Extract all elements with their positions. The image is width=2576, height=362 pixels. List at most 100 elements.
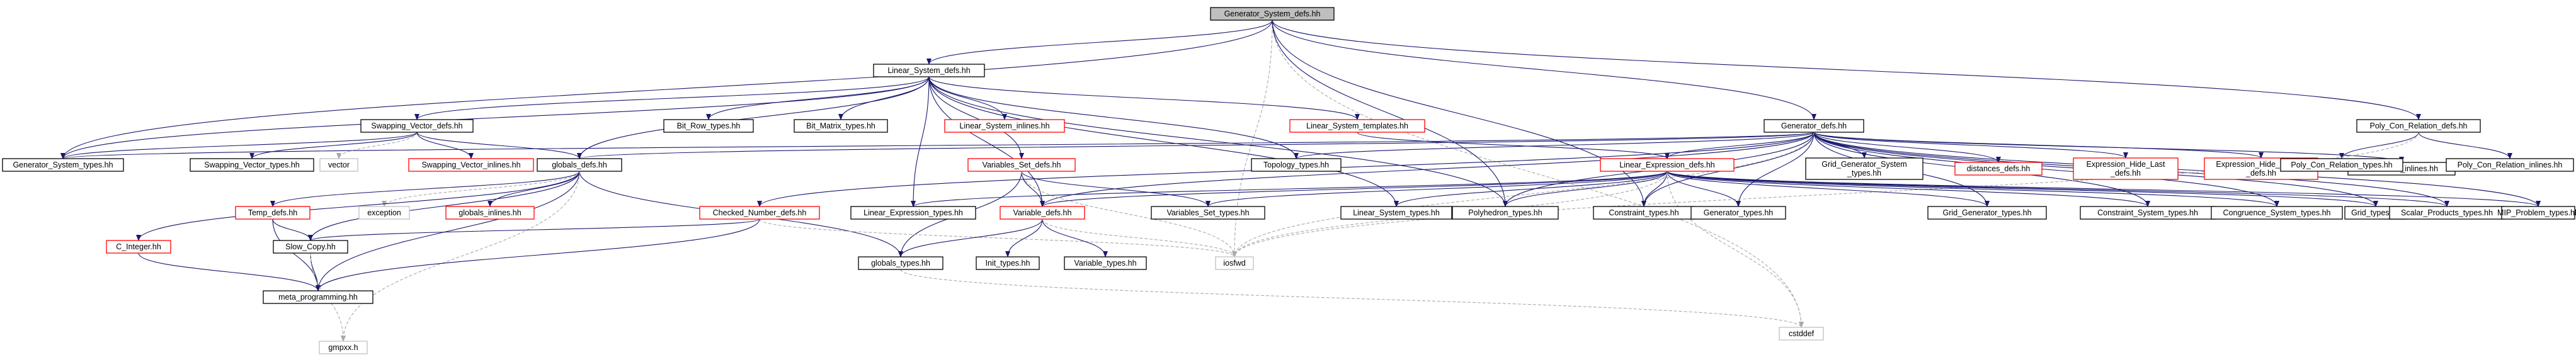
file-node-label: _types.hh	[1847, 169, 1881, 178]
file-node-box	[1215, 256, 1254, 270]
include-edge-n1-n8	[928, 76, 1360, 120]
include-edge-n30-n45	[1042, 218, 1108, 257]
file-node[interactable]: Slow_Copy.hh	[273, 240, 348, 254]
file-node-label: Poly_Con_Relation_inlines.hh	[2458, 161, 2563, 169]
include-edge-n1-n5	[706, 76, 930, 120]
file-node-label: Variable_defs.hh	[1013, 208, 1072, 217]
file-node-box	[360, 119, 474, 133]
file-node[interactable]: Variable_types.hh	[1064, 256, 1147, 270]
include-edge-n0-n1	[926, 20, 1273, 65]
file-node-box	[1000, 206, 1085, 220]
file-node-label: distances_defs.hh	[1967, 164, 2031, 173]
file-node[interactable]: Poly_Con_Relation_defs.hh	[2356, 119, 2481, 133]
file-node[interactable]: Grid_Generator_types.hh	[1927, 206, 2047, 220]
file-node[interactable]: Checked_Number_defs.hh	[699, 206, 820, 220]
file-node-label: globals_defs.hh	[552, 161, 607, 169]
include-edge-n16-n29	[911, 171, 1668, 207]
file-node[interactable]: Linear_Expression_defs.hh	[1600, 158, 1735, 172]
file-node[interactable]: Linear_System_templates.hh	[1289, 119, 1425, 133]
include-edge-n28-n46	[759, 218, 1237, 257]
include-edge-n2-n9	[61, 132, 1815, 159]
file-node[interactable]: Variable_defs.hh	[1000, 206, 1085, 220]
file-node[interactable]: Bit_Row_types.hh	[663, 119, 754, 133]
include-edge-n16-n31	[1205, 171, 1668, 207]
file-node-box	[1452, 206, 1559, 220]
file-node[interactable]: MIP_Problem_types.hh	[2497, 206, 2576, 220]
focus-file-node: Generator_System_defs.hh	[1210, 7, 1335, 21]
file-node-box	[358, 206, 410, 220]
file-node[interactable]: Swapping_Vector_types.hh	[190, 158, 314, 172]
file-node[interactable]: Scalar_Products_types.hh	[2389, 206, 2505, 220]
file-node[interactable]: Poly_Con_Relation_inlines.hh	[2446, 158, 2574, 172]
file-node[interactable]: Generator_types.hh	[1690, 206, 1786, 220]
file-node[interactable]: globals_defs.hh	[537, 158, 622, 172]
include-edge-n2-n19	[1813, 132, 2128, 159]
file-node-label: Polyhedron_types.hh	[1468, 208, 1542, 217]
file-node-box	[1600, 158, 1735, 172]
include-edge-n1-n4	[414, 76, 930, 120]
file-node-box	[850, 206, 976, 220]
include-edge-n2-n17	[1813, 132, 1867, 159]
file-node[interactable]: Linear_Expression_types.hh	[850, 206, 976, 220]
file-node-label: Linear_Expression_types.hh	[863, 208, 963, 217]
include-edge-n15-n46	[1021, 171, 1237, 257]
file-node[interactable]: Constraint_types.hh	[1593, 206, 1695, 220]
file-node-label: Variable_types.hh	[1074, 259, 1136, 268]
file-node: exception	[358, 206, 410, 220]
file-node[interactable]: Linear_System_types.hh	[1340, 206, 1452, 220]
file-node-label: iosfwd	[1223, 259, 1245, 268]
file-node-label: Variables_Set_types.hh	[1166, 208, 1249, 217]
file-node-box	[1251, 158, 1342, 172]
include-edge-n1-n30	[928, 76, 1045, 207]
file-node-label: Grid_Generator_System	[1821, 160, 1906, 169]
file-node[interactable]: Variables_Set_defs.hh	[967, 158, 1076, 172]
file-node-label: Poly_Con_Relation_defs.hh	[2370, 122, 2468, 130]
include-edge-n1-n7	[928, 76, 1007, 120]
file-node[interactable]: meta_programming.hh	[263, 290, 373, 304]
file-node[interactable]: Polyhedron_types.hh	[1452, 206, 1559, 220]
file-node[interactable]: Variables_Set_types.hh	[1151, 206, 1265, 220]
file-node-label: Swapping_Vector_types.hh	[204, 161, 300, 169]
file-node[interactable]: Swapping_Vector_inlines.hh	[408, 158, 534, 172]
file-node[interactable]: Constraint_System_types.hh	[2080, 206, 2216, 220]
file-node[interactable]: Swapping_Vector_defs.hh	[360, 119, 474, 133]
file-node-box	[319, 158, 358, 172]
include-edge-n43-n48	[900, 269, 1804, 328]
include-edge-n1-n13	[577, 76, 930, 159]
file-node[interactable]: distances_defs.hh	[1954, 162, 2043, 176]
file-node-box	[2, 158, 124, 172]
include-edge-n1-n14	[928, 76, 1299, 159]
file-node[interactable]: Init_types.hh	[976, 256, 1040, 270]
file-node[interactable]: Temp_defs.hh	[235, 206, 311, 220]
file-node-label: meta_programming.hh	[278, 293, 358, 302]
file-node[interactable]: Congruence_System_types.hh	[2211, 206, 2343, 220]
file-node[interactable]: C_Integer.hh	[106, 240, 171, 254]
include-edge-n2-n13	[577, 132, 1815, 159]
file-node-label: MIP_Problem_types.hh	[2497, 208, 2576, 217]
file-node[interactable]: Linear_System_inlines.hh	[944, 119, 1065, 133]
file-node[interactable]: Expression_Hide_Last_defs.hh	[2073, 157, 2179, 180]
file-node[interactable]: globals_inlines.hh	[445, 206, 535, 220]
include-edge-n0-n9	[60, 20, 1273, 159]
file-node-box	[2501, 206, 2575, 220]
file-node-box	[858, 256, 943, 270]
file-node[interactable]: Generator_defs.hh	[1764, 119, 1864, 133]
file-node[interactable]: Bit_Matrix_types.hh	[794, 119, 888, 133]
file-node-box	[2446, 158, 2574, 172]
file-node[interactable]: Grid_Generator_System_types.hh	[1805, 157, 1923, 180]
include-edge-n16-n41	[1667, 171, 2541, 207]
include-edge-n2-n14	[1294, 132, 1815, 159]
file-node[interactable]: globals_types.hh	[858, 256, 943, 270]
file-node-label: Variables_Set_defs.hh	[983, 161, 1061, 169]
file-node-label: Linear_System_types.hh	[1353, 208, 1440, 217]
file-node-label: Generator_types.hh	[1704, 208, 1774, 217]
file-node-box	[106, 240, 171, 254]
file-node[interactable]: Linear_System_defs.hh	[873, 64, 985, 77]
file-node-box	[1064, 256, 1147, 270]
file-node[interactable]: Generator_System_types.hh	[2, 158, 124, 172]
file-node[interactable]: Topology_types.hh	[1251, 158, 1342, 172]
file-node-label: Linear_System_templates.hh	[1306, 122, 1408, 130]
include-edge-n16-n39	[1667, 171, 2378, 207]
file-node[interactable]: Poly_Con_Relation_types.hh	[2280, 158, 2403, 172]
file-node-box	[2073, 157, 2179, 180]
